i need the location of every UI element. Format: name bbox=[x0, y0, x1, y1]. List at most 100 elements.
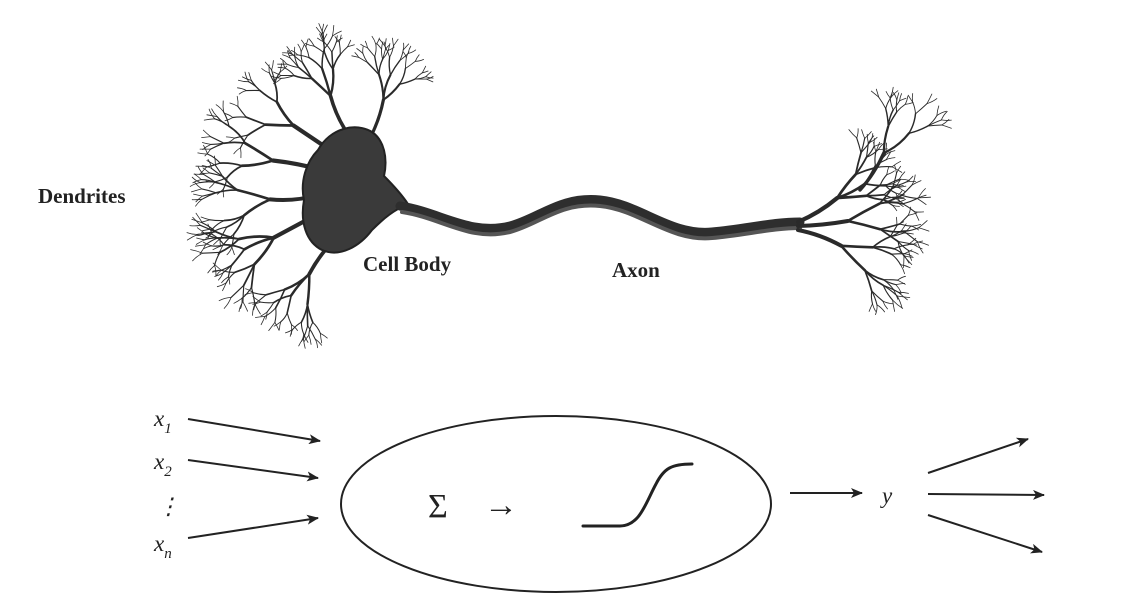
axon-terminal-branch bbox=[877, 305, 885, 312]
axon-terminal-branch bbox=[883, 301, 893, 304]
dendrite-branch bbox=[249, 73, 252, 81]
dendrite-branch bbox=[198, 153, 208, 154]
dendrite-branch bbox=[213, 263, 221, 270]
axon-label: Axon bbox=[612, 258, 660, 282]
axon-terminal-branch bbox=[866, 185, 880, 196]
dendrite-branch bbox=[253, 293, 266, 295]
dendrite-branch bbox=[195, 245, 205, 246]
dendrite-branch bbox=[400, 69, 406, 85]
dendrite-branch bbox=[257, 295, 267, 303]
dendrite-branch bbox=[193, 253, 203, 261]
dendrite-branch bbox=[309, 58, 322, 69]
axon-terminal-branch bbox=[903, 198, 919, 204]
axon-terminal-branch bbox=[887, 167, 889, 175]
dendrite-branch bbox=[376, 38, 380, 45]
dendrite-branch bbox=[187, 233, 198, 235]
dendrite-branch bbox=[261, 302, 274, 303]
dendrite-branch bbox=[390, 46, 394, 57]
dendrite-branch bbox=[261, 317, 265, 325]
dendrite-branch bbox=[194, 194, 203, 196]
axon-terminal-branch bbox=[903, 204, 915, 212]
axon-terminal-branch bbox=[918, 242, 929, 245]
dendrite-branch bbox=[211, 245, 224, 246]
dendrite-branch bbox=[372, 100, 383, 134]
dendrite-branch bbox=[194, 174, 201, 180]
dendrite-branch bbox=[209, 109, 215, 119]
axon-terminal-branch bbox=[879, 202, 902, 203]
dendrite-branch bbox=[382, 49, 383, 59]
svg-text:x2: x2 bbox=[153, 449, 172, 480]
dendrite-branch bbox=[248, 125, 266, 136]
dendrite-branch bbox=[331, 69, 334, 96]
axon-terminal-branch bbox=[897, 93, 899, 100]
dendrite-branch bbox=[306, 39, 308, 47]
axon-terminal-branch bbox=[899, 172, 905, 180]
axon-terminal-branch bbox=[894, 249, 905, 256]
dendrite-branch bbox=[239, 91, 246, 95]
dendrite-branch bbox=[290, 55, 298, 56]
dendrite-branch bbox=[207, 161, 216, 166]
svg-text:xn: xn bbox=[153, 531, 172, 562]
dendrite-branch bbox=[426, 72, 431, 77]
dendrite-branch bbox=[237, 88, 246, 91]
input-x2-subscript: 2 bbox=[164, 464, 172, 480]
axon-terminal-branch bbox=[883, 280, 897, 281]
dendrite-branch bbox=[202, 137, 211, 138]
axon-terminal-branch bbox=[866, 195, 884, 196]
dendrite-branch bbox=[367, 48, 374, 57]
axon-terminal-branch bbox=[841, 246, 873, 248]
dendrite-branch bbox=[191, 189, 201, 192]
dendrite-branch bbox=[301, 322, 303, 334]
dendrite-branch bbox=[224, 297, 231, 308]
dendrite-branch bbox=[275, 83, 277, 102]
axon-terminal-branch bbox=[908, 244, 917, 245]
axon-terminal-branch bbox=[890, 98, 893, 110]
axon-terminal-branch bbox=[886, 92, 890, 98]
dendrite-branch bbox=[203, 252, 220, 253]
dendrite-branch bbox=[230, 103, 238, 106]
dendrite-branch bbox=[203, 130, 210, 137]
dendrite-branch bbox=[233, 117, 247, 118]
input-x1: x1 bbox=[153, 406, 172, 437]
dendrite-branch bbox=[287, 313, 291, 325]
dendrite-branch bbox=[333, 54, 340, 69]
dendrite-branch bbox=[251, 80, 260, 90]
axon-terminal-branch bbox=[919, 221, 927, 228]
dendrite-branch bbox=[340, 47, 347, 55]
svg-text:x1: x1 bbox=[153, 406, 172, 437]
axon-terminal-branch bbox=[887, 171, 895, 175]
dendrite-branch bbox=[278, 67, 285, 68]
axon-terminal-branch bbox=[909, 114, 916, 134]
dendrite-branch bbox=[244, 199, 270, 215]
dendrite-branch bbox=[379, 59, 383, 75]
input-ellipsis: ⋮ bbox=[157, 494, 180, 519]
output-branch-up-arrow bbox=[928, 439, 1028, 473]
dendrite-branch bbox=[308, 274, 310, 304]
axon-terminal-branch bbox=[862, 130, 865, 139]
dendrite-branch bbox=[211, 137, 224, 144]
axon-terminal-branch bbox=[865, 132, 872, 139]
axon-terminal-branch bbox=[903, 226, 910, 233]
dendrite-branch bbox=[197, 238, 205, 240]
dendrite-branch bbox=[234, 148, 241, 154]
axon-terminal-branch bbox=[905, 103, 913, 105]
dendrite-branch bbox=[260, 91, 277, 103]
dendrite-branch bbox=[215, 252, 221, 265]
activation-sigmoid-curve bbox=[583, 464, 692, 526]
dendrite-branch bbox=[226, 137, 234, 138]
dendrite-branch bbox=[220, 163, 242, 166]
axon-terminal-branch bbox=[941, 120, 951, 121]
dendrite-branch bbox=[252, 287, 255, 304]
dendrite-branch bbox=[301, 45, 304, 52]
dendrite-branch bbox=[332, 42, 336, 52]
axon-terminal-branch bbox=[873, 304, 876, 312]
dendrite-branch bbox=[408, 50, 415, 54]
dendrite-branch bbox=[201, 217, 210, 220]
axon-terminal-branch bbox=[880, 184, 892, 185]
axon-terminal-branch bbox=[869, 304, 872, 312]
axon-terminal-branch bbox=[857, 138, 861, 153]
axon-terminal-branch bbox=[872, 291, 883, 301]
dendrite-branch bbox=[306, 47, 309, 58]
dendrite-branch bbox=[377, 44, 382, 49]
inner-arrow: → bbox=[484, 487, 518, 524]
